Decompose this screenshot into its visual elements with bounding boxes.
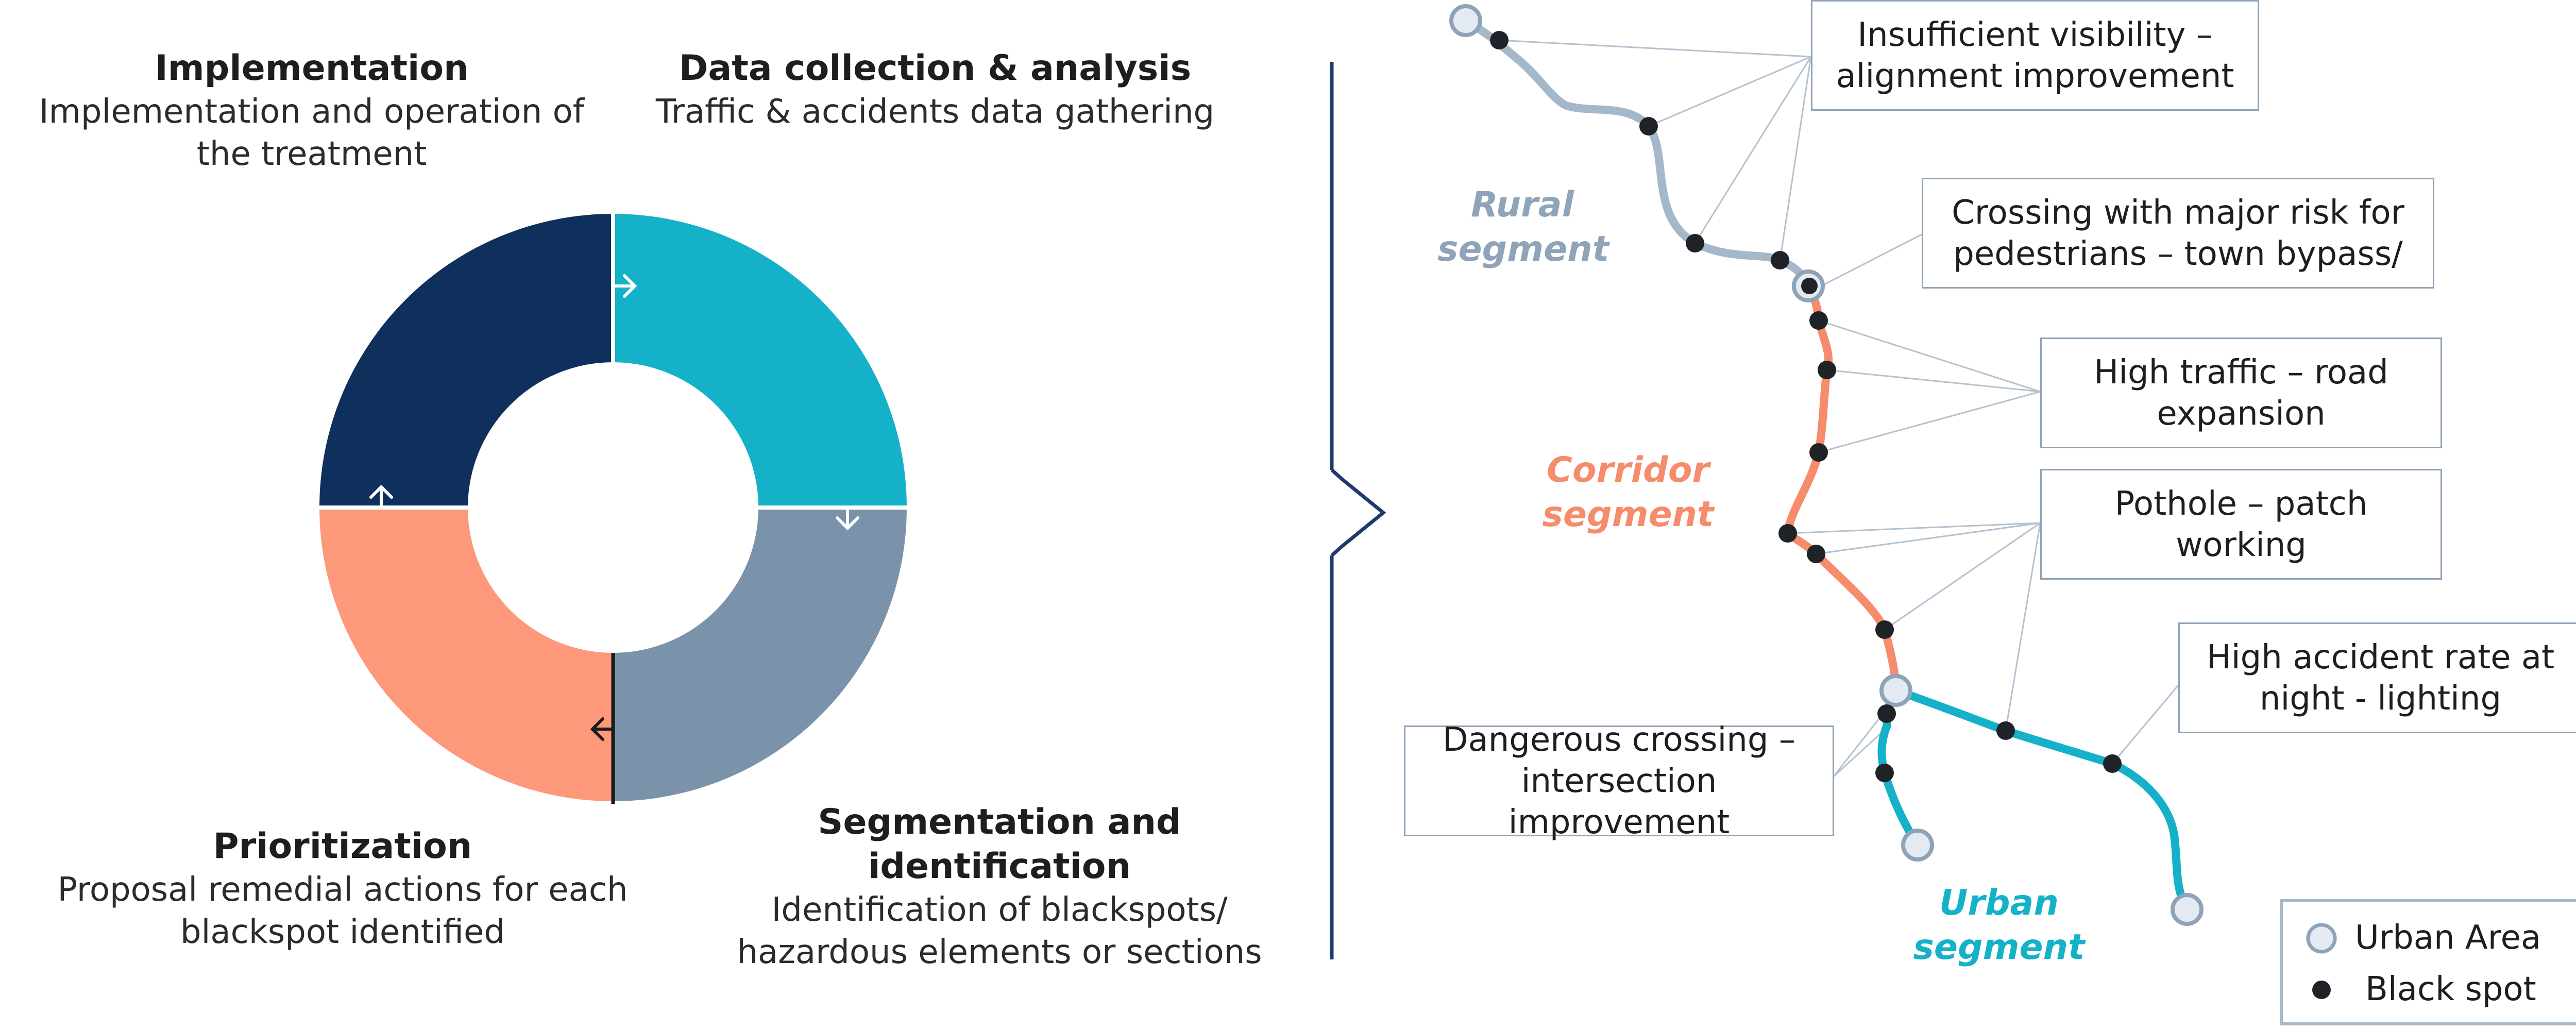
corridor-road: [1783, 282, 1900, 695]
arrow-down-icon: [836, 509, 859, 531]
arrow-right-icon: [614, 274, 637, 298]
divider-chevron: [1330, 62, 1386, 959]
implementation-title: Implementation: [155, 48, 469, 89]
implementation-desc: Implementation and operation of the trea…: [39, 93, 585, 173]
urban-segment-label: Urban segment: [1913, 883, 2085, 968]
data-collection-block: Data collection & analysis Traffic & acc…: [634, 46, 1236, 133]
callout-high-traffic: High traffic – road expansion: [2040, 338, 2442, 448]
data-collection-desc: Traffic & accidents data gathering: [655, 93, 1215, 131]
corridor-segment-label: Corridor segment: [1542, 450, 1714, 535]
callout-pothole: Pothole – patch working: [2040, 469, 2442, 580]
urban-area-icon: [2306, 923, 2337, 954]
legend-urban-area: Urban Area: [2283, 915, 2576, 961]
segmentation-title: Segmentation and identification: [818, 802, 1181, 887]
callout-night-lighting: High accident rate at night - lighting: [2178, 622, 2576, 733]
callout-insufficient-visibility: Insufficient visibility – alignment impr…: [1811, 0, 2259, 111]
prioritization-desc: Proposal remedial actions for each black…: [57, 871, 628, 951]
black-spot-markers: [1490, 31, 2122, 782]
prioritization-block: Prioritization Proposal remedial actions…: [46, 824, 639, 953]
map-legend: Urban Area Black spot: [2280, 899, 2576, 1025]
prioritization-title: Prioritization: [213, 826, 472, 867]
legend-black-spot: Black spot: [2283, 967, 2576, 1013]
segment-implementation: [319, 214, 613, 508]
legend-urban-area-label: Urban Area: [2355, 919, 2541, 957]
implementation-block: Implementation Implementation and operat…: [31, 46, 592, 175]
data-collection-title: Data collection & analysis: [679, 48, 1192, 89]
segment-segmentation: [613, 508, 907, 801]
callout-leader-lines: [1499, 39, 2179, 778]
segmentation-block: Segmentation and identification Identifi…: [732, 800, 1267, 973]
arrow-up-icon: [369, 484, 393, 507]
segmentation-desc: Identification of blackspots/ hazardous …: [737, 891, 1262, 971]
black-spot-icon: [2312, 981, 2331, 999]
arrow-left-icon: [590, 717, 613, 741]
rural-segment-label: Rural segment: [1437, 184, 1609, 269]
segment-data-collection: [613, 214, 907, 508]
callout-dangerous-crossing: Dangerous crossing – intersection improv…: [1404, 721, 1834, 841]
urban-road-east: [1892, 686, 2191, 914]
callout-crossing-risk: Crossing with major risk for pedestrians…: [1922, 178, 2434, 289]
segment-prioritization: [319, 508, 613, 801]
legend-black-spot-label: Black spot: [2365, 970, 2536, 1008]
